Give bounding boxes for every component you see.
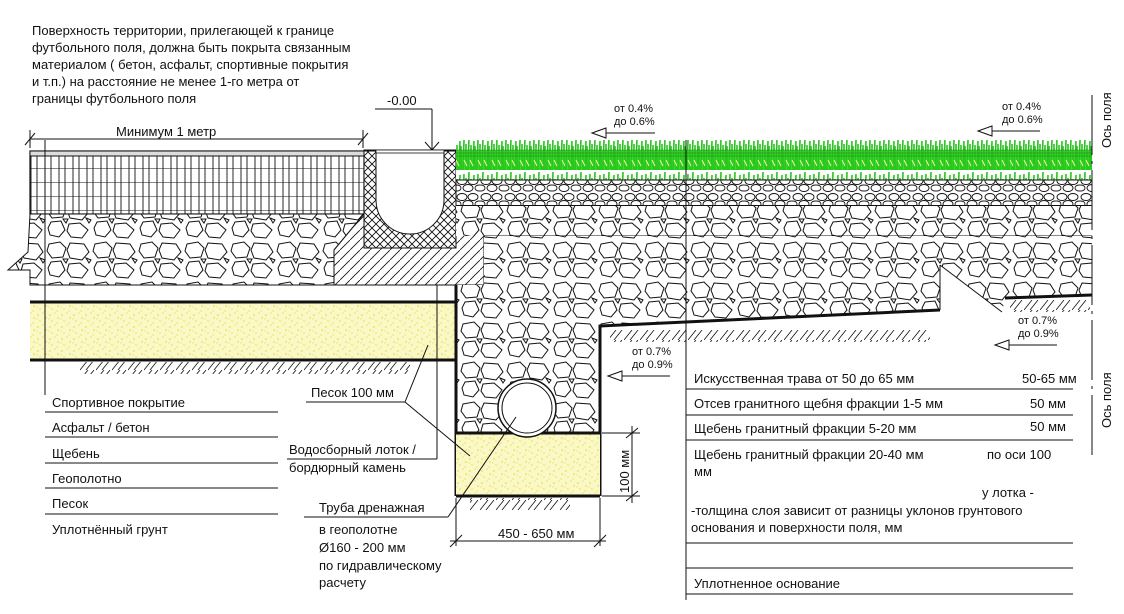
sand-height-dimension [602, 426, 640, 503]
right-legend-unit: мм [694, 464, 712, 479]
minimum-width-label: Минимум 1 метр [116, 124, 216, 139]
right-legend-note-line1: -толщина слоя зависит от разницы уклонов… [691, 503, 1023, 518]
crushed-stone-left [6, 213, 366, 286]
left-legend-item: Песок [52, 496, 88, 511]
minimum-width-dimension [24, 130, 369, 148]
ground-hatch-mid [610, 330, 930, 342]
slope-surface-right-from: от 0.4% [1002, 101, 1041, 113]
left-legend-item: Щебень [52, 446, 100, 461]
slope-arrow-surface-mid [590, 127, 655, 139]
sand-layer-trench [456, 433, 600, 496]
slope-surface-mid-to: до 0.6% [614, 116, 655, 128]
trench-width-dimension [449, 498, 607, 548]
ground-hatch-left [80, 362, 410, 374]
crushed-stone-5-20 [456, 206, 1092, 236]
callout-pipe-line3: Ø160 - 200 мм [319, 540, 406, 555]
right-legend-label: Отсев гранитного щебня фракции 1-5 мм [694, 396, 943, 411]
right-legend-frame [685, 362, 1073, 600]
callout-sand: Песок 100 мм [311, 385, 394, 400]
callout-pipe-line4: по гидравлическому [319, 558, 442, 573]
drainage-pipe [497, 378, 557, 438]
left-legend-item: Асфальт / бетон [52, 420, 150, 435]
ground-hatch-trench [470, 498, 570, 510]
callout-pipe-line5: расчету [319, 575, 366, 590]
right-legend-value: 50-65 мм [1022, 371, 1077, 386]
title-note: Поверхность территории, прилегающей к гр… [32, 23, 351, 106]
right-legend-label: Щебень гранитный фракции 20-40 мм [694, 447, 924, 462]
right-legend-value: 50 мм [1030, 396, 1066, 411]
crushed-stone-20-40 [456, 236, 1092, 440]
slope-surface-right-to: до 0.6% [1002, 114, 1043, 126]
slope-base-right-from: от 0.7% [1018, 315, 1057, 327]
right-legend-label: Щебень гранитный фракции 5-20 мм [694, 421, 916, 436]
sand-layer-left [30, 302, 455, 360]
paving-layer [29, 150, 365, 215]
callout-gutter-line1: Водосборный лоток / [289, 442, 416, 457]
left-legend-frame [45, 411, 278, 515]
level-mark [375, 108, 440, 151]
artificial-grass-layer [456, 140, 1092, 180]
callout-pipe-line2: в геополотне [319, 522, 397, 537]
trench-width-label: 450 - 650 мм [498, 526, 574, 541]
right-legend-value: 50 мм [1030, 419, 1066, 434]
callout-leaders [287, 285, 517, 518]
axis-label-top: Ось поля [1099, 92, 1114, 148]
slope-base-right-to: до 0.9% [1018, 328, 1059, 340]
callout-gutter-line2: бордюрный камень [289, 460, 406, 475]
granite-screenings-layer [455, 179, 1093, 207]
slope-base-mid-to: до 0.9% [632, 359, 673, 371]
right-legend-note-line2: основания и поверхности поля, мм [691, 520, 902, 535]
slope-surface-mid-from: от 0.4% [614, 103, 653, 115]
slope-arrow-surface-right [976, 125, 1040, 137]
right-legend-at-gutter: у лотка - [982, 485, 1034, 500]
ground-hatch-right [1010, 300, 1090, 312]
right-legend-value: по оси 100 [987, 447, 1051, 462]
slope-base-mid-from: от 0.7% [632, 346, 671, 358]
level-mark-label: -0.00 [387, 93, 417, 108]
left-legend-item: Геополотно [52, 471, 122, 486]
slope-arrow-base-mid [606, 370, 670, 382]
right-legend-base: Уплотненное основание [694, 576, 840, 591]
right-legend-label: Искусственная трава от 50 до 65 мм [694, 371, 914, 386]
drainage-gutter [363, 149, 457, 249]
sport-coating-layer [29, 150, 365, 157]
callout-pipe-line1: Труба дренажная [319, 500, 425, 515]
sand-height-label: 100 мм [617, 450, 632, 493]
slope-arrow-base-right [993, 339, 1057, 351]
left-legend-item: Спортивное покрытие [52, 395, 185, 410]
axis-label-bottom: Ось поля [1099, 372, 1114, 428]
left-legend-item: Уплотнённый грунт [52, 522, 168, 537]
